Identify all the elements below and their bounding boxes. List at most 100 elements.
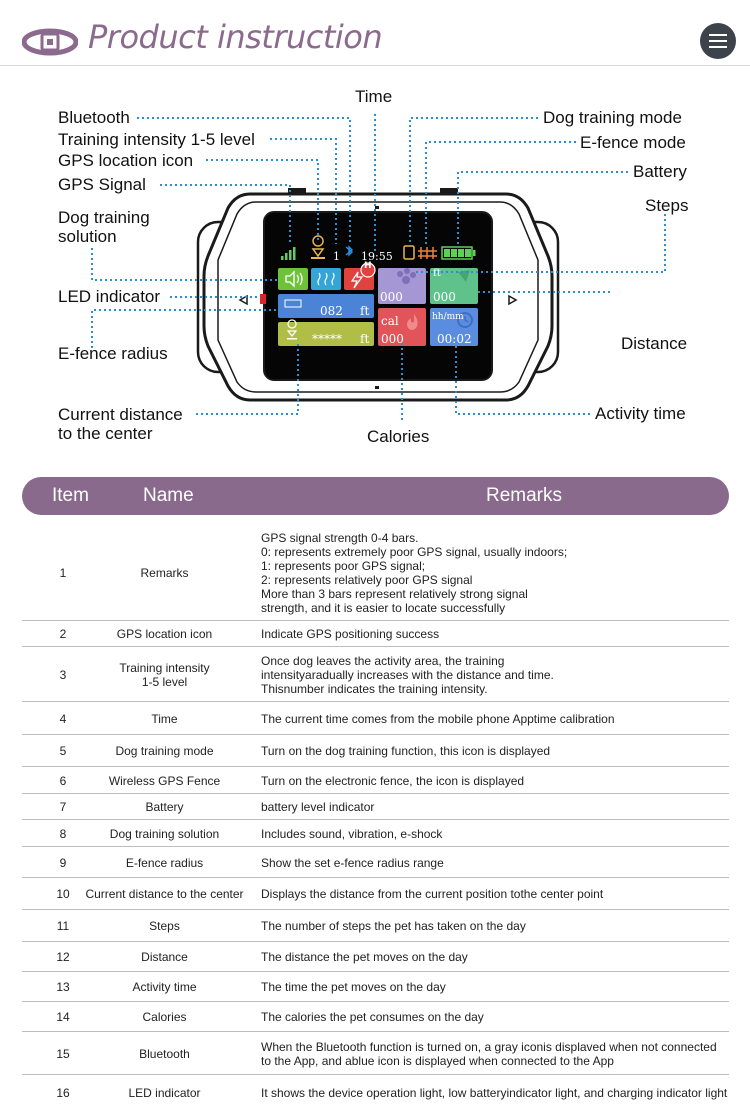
- row-name: Activity time: [82, 980, 247, 994]
- row-remarks: Indicate GPS positioning success: [261, 627, 729, 641]
- row-remarks-line: GPS signal strength 0-4 bars.: [261, 531, 419, 545]
- row-remarks: The number of steps the pet has taken on…: [261, 919, 729, 933]
- row-remarks-line: Show the set e-fence radius range: [261, 856, 444, 870]
- row-name: Dog training solution: [82, 827, 247, 841]
- row-number: 16: [56, 1086, 70, 1100]
- row-remarks: It shows the device operation light, low…: [261, 1086, 729, 1100]
- row-name-line: Current distance to the center: [85, 887, 244, 901]
- row-name: Current distance to the center: [82, 887, 247, 901]
- distance-tile-unit: ft: [433, 268, 441, 279]
- row-number: 9: [59, 856, 67, 870]
- row-remarks: Turn on the dog training function, this …: [261, 744, 729, 758]
- row-remarks-line: The time the pet moves on the day: [261, 980, 446, 994]
- label-battery: Battery: [633, 162, 687, 181]
- page-title: Product instruction: [88, 18, 383, 56]
- label-steps: Steps: [645, 196, 689, 215]
- row-name: Time: [82, 712, 247, 726]
- label-distance: Distance: [621, 334, 688, 353]
- page-header: Product instruction: [0, 0, 750, 66]
- label-led-indicator: LED indicator: [58, 287, 161, 306]
- row-name: GPS location icon: [82, 627, 247, 641]
- menu-button[interactable]: [700, 23, 736, 59]
- row-remarks-line: Turn on the electronic fence, the icon i…: [261, 774, 525, 788]
- row-name-line: Wireless GPS Fence: [108, 774, 221, 788]
- row-remarks: battery level indicator: [261, 800, 729, 814]
- row-name-line: Dog training mode: [115, 744, 214, 758]
- row-number: 11: [56, 919, 70, 933]
- row-name-line: Activity time: [132, 980, 197, 994]
- row-name: Steps: [82, 919, 247, 933]
- row-remarks-line: Displays the distance from the current p…: [261, 887, 604, 901]
- label-efence-radius: E-fence radius: [58, 344, 168, 363]
- row-remarks-line: The number of steps the pet has taken on…: [261, 919, 526, 933]
- row-remarks: The time the pet moves on the day: [261, 980, 729, 994]
- row-name: LED indicator: [82, 1086, 247, 1100]
- radius-unit: ft: [360, 304, 370, 318]
- label-efence-mode: E-fence mode: [580, 133, 686, 152]
- row-number: 8: [59, 827, 67, 841]
- table-row: 8 Dog training solution Includes sound, vi…: [22, 820, 729, 847]
- row-remarks-line: The calories the pet consumes on the day: [261, 1010, 484, 1024]
- shock-badge: H: [364, 261, 372, 271]
- header-item: Item: [52, 485, 89, 506]
- row-remarks-line: The distance the pet moves on the day: [261, 950, 468, 964]
- row-remarks-line: strength, and it is easier to locate suc…: [261, 601, 506, 615]
- row-name-line: GPS location icon: [116, 627, 213, 641]
- header-remarks: Remarks: [486, 485, 563, 506]
- row-name: Bluetooth: [82, 1047, 247, 1061]
- header-name: Name: [143, 485, 194, 506]
- menu-icon-line: [709, 40, 727, 42]
- label-gps-signal: GPS Signal: [58, 175, 146, 194]
- row-remarks-line: Includes sound, vibration, e-shock: [261, 827, 443, 841]
- row-remarks-line: Thisnumber indicates the training intens…: [261, 682, 488, 696]
- row-remarks: Displays the distance from the current p…: [261, 887, 729, 901]
- activity-time-value: 00:02: [437, 332, 472, 346]
- row-remarks-line: intensityaradually increases with the di…: [261, 668, 554, 682]
- row-name-line: Dog training solution: [109, 827, 220, 841]
- row-remarks-line: Turn on the dog training function, this …: [261, 744, 551, 758]
- row-remarks-line: More than 3 bars represent relatively st…: [261, 587, 528, 601]
- current-distance-value: *****: [312, 332, 342, 346]
- row-name-line: Time: [151, 712, 178, 726]
- row-remarks-line: to the App, and ablue icon is displayed …: [261, 1054, 614, 1068]
- dog-collar-icon: [22, 28, 78, 56]
- row-number: 3: [59, 668, 67, 682]
- row-remarks: Turn on the electronic fence, the icon i…: [261, 774, 729, 788]
- row-number: 4: [59, 712, 67, 726]
- table-row: 2 GPS location icon Indicate GPS positioni…: [22, 621, 729, 647]
- row-remarks-line: When the Bluetooth function is turned on…: [261, 1040, 717, 1054]
- menu-icon-line: [709, 46, 727, 48]
- label-dog-training-solution: Dog training solution: [58, 208, 150, 246]
- row-number: 2: [59, 627, 67, 641]
- device-diagram: 1 19:55 H 082 ft ***** ft 000 ft 000 cal…: [0, 70, 750, 465]
- row-remarks-line: The current time comes from the mobile p…: [261, 712, 615, 726]
- row-remarks: The calories the pet consumes on the day: [261, 1010, 729, 1024]
- label-time: Time: [355, 87, 393, 106]
- table-header: Item Name Remarks: [22, 477, 729, 515]
- row-name-line: Distance: [141, 950, 188, 964]
- label-calories: Calories: [367, 427, 430, 446]
- activity-time-unit: hh/mm: [432, 312, 464, 322]
- label-dog-training-mode: Dog training mode: [543, 108, 682, 127]
- row-remarks: Includes sound, vibration, e-shock: [261, 827, 729, 841]
- row-name: Battery: [82, 800, 247, 814]
- label-bluetooth: Bluetooth: [58, 108, 130, 127]
- row-name: Remarks: [82, 566, 247, 580]
- row-remarks: The distance the pet moves on the day: [261, 950, 729, 964]
- calories-value: 000: [381, 332, 404, 346]
- current-distance-unit: ft: [360, 332, 370, 346]
- row-remarks-line: Once dog leaves the activity area, the t…: [261, 654, 505, 668]
- row-name-line: 1-5 level: [141, 675, 188, 689]
- row-name: Calories: [82, 1010, 247, 1024]
- steps-value: 000: [380, 290, 403, 304]
- screen-clock: 19:55: [361, 250, 393, 263]
- row-remarks-line: 1: represents poor GPS signal;: [261, 559, 426, 573]
- row-name-line: Battery: [145, 800, 184, 814]
